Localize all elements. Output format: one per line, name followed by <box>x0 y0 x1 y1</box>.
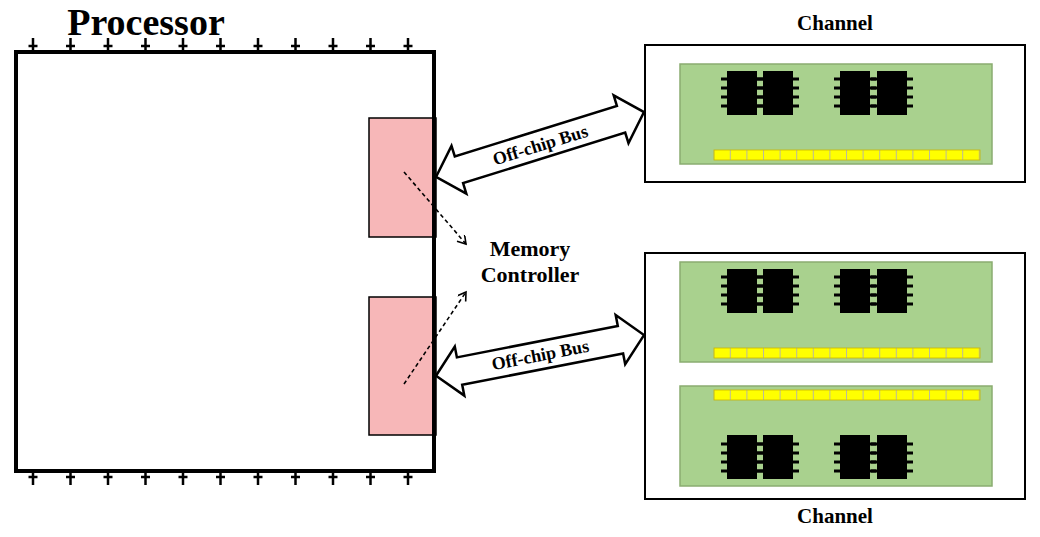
processor-box: Processor <box>14 50 436 473</box>
box-heading: Channel <box>644 12 1026 35</box>
dimm-module <box>680 64 992 164</box>
part-label: Memory Controller <box>474 236 586 289</box>
bus-arrow <box>436 315 644 396</box>
dimm-module <box>680 386 992 486</box>
box-heading: Channel <box>644 505 1026 528</box>
memory-channel: Channel <box>644 44 1026 183</box>
box-heading: Processor <box>14 2 278 44</box>
memory-channel: Channel <box>644 252 1026 500</box>
bus-arrow <box>436 95 644 193</box>
dimm-module <box>680 262 992 362</box>
processor-pins <box>29 38 413 485</box>
memory-controller-block <box>369 297 436 435</box>
memory-controller-block <box>369 118 436 237</box>
